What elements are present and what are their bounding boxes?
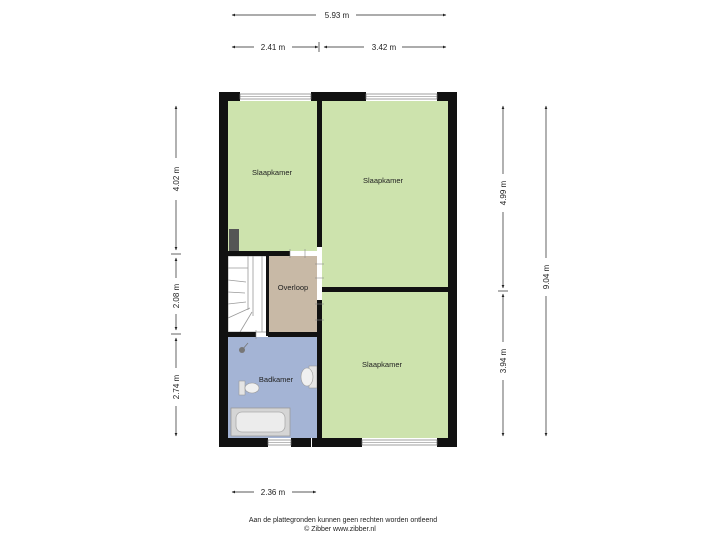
dimension-width-right: 3.42 m — [372, 43, 397, 52]
room-label-slaapkamer-bottom-right: Slaapkamer — [362, 360, 403, 369]
dimension-total-depth: 9.04 m — [542, 264, 551, 289]
room-slaapkamer-top-left — [228, 101, 317, 251]
footer-copyright: © Zibber www.zibber.nl — [304, 525, 376, 533]
dimension-right-bottom: 3.94 m — [499, 348, 508, 373]
toilet — [238, 380, 260, 396]
dimension-width-left: 2.41 m — [261, 43, 286, 52]
room-slaapkamer-top-right — [322, 101, 448, 287]
window-mullions — [240, 96, 437, 443]
walls — [219, 92, 457, 447]
dimension-left-bottom: 2.74 m — [172, 374, 181, 399]
dimension-left-top: 4.02 m — [172, 166, 181, 191]
dimension-bottom-width: 2.36 m — [261, 488, 286, 497]
door-openings — [255, 249, 324, 339]
room-label-slaapkamer-top-right: Slaapkamer — [363, 176, 404, 185]
dimension-total-width: 5.93 m — [325, 11, 350, 20]
dimension-ticks — [171, 42, 508, 335]
staircase — [227, 255, 269, 333]
shower-drain — [239, 342, 249, 353]
room-label-slaapkamer-top-left: Slaapkamer — [252, 168, 293, 177]
bathtub — [230, 407, 291, 437]
dimension-right-top: 4.99 m — [499, 180, 508, 205]
room-label-badkamer: Badkamer — [259, 375, 294, 384]
room-overloop — [268, 256, 317, 332]
room-slaapkamer-bottom-right — [322, 292, 448, 438]
footer-disclaimer: Aan de plattegronden kunnen geen rechten… — [249, 517, 437, 524]
dimension-lines — [174, 13, 548, 494]
dimension-left-middle: 2.08 m — [172, 283, 181, 308]
room-label-overloop: Overloop — [278, 283, 308, 292]
